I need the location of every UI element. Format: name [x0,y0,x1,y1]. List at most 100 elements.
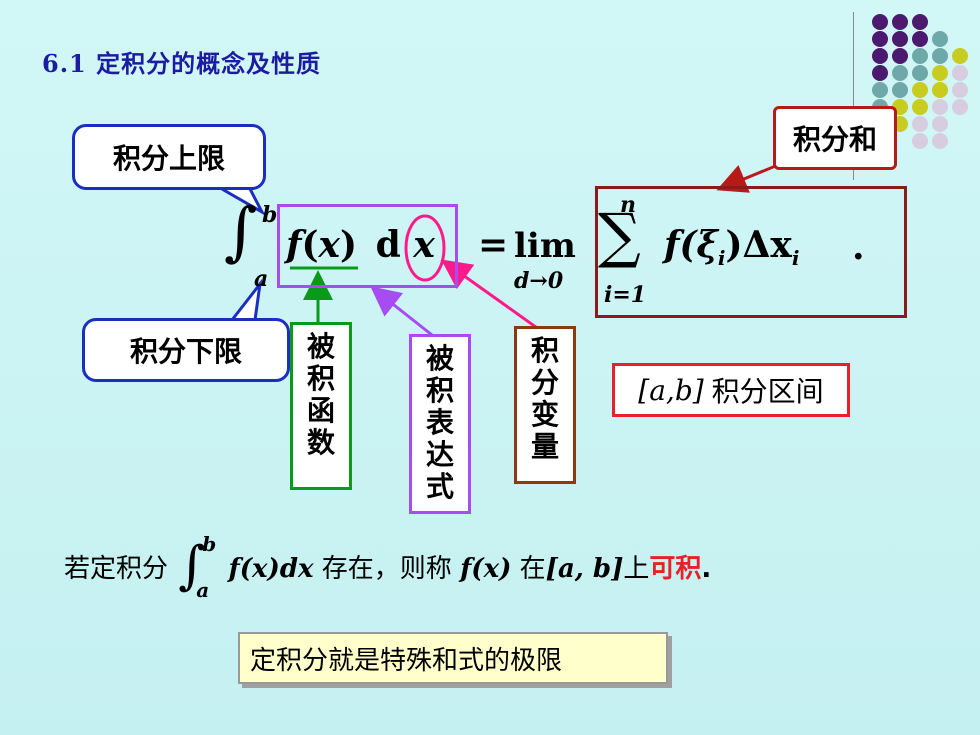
integrand-expression-label-box: 被积表达式 [409,334,471,514]
upper-limit-label: 积分上限 [112,142,225,175]
sum-term-f-xi: f(ξ [664,224,718,266]
integral-sum-box [595,186,907,318]
integrand-expression: f(x) d x [286,224,435,266]
integral-sum-label: 积分和 [792,123,877,156]
decorative-dot [872,82,888,98]
sentence-in: 在 [519,554,546,584]
vertical-label-char: 积 [425,374,454,407]
vertical-label-char: 式 [425,470,454,503]
integrand-expression-box [277,204,458,288]
vertical-label-char: 积 [306,362,335,395]
sum-term: f(ξi)Δxi [664,224,800,270]
sentence-integrable: 可积 [649,554,702,584]
interval-box: [a,b] 积分区间 [612,363,850,417]
decorative-dot [892,65,908,81]
decorative-dot [872,65,888,81]
sum-upper-limit: n [620,192,636,218]
integrable-sentence: 若定积分 ∫ b a f(x)dx 存在，则称 f(x) 在[a, b]上可积. [64,532,712,602]
vertical-label-char: 函 [306,394,335,427]
limit-subscript: d→0 [514,268,564,294]
vertical-label-char: 被 [306,330,335,363]
decorative-dot [872,31,888,47]
integrand-label-box: 被积函数 [290,322,352,490]
decorative-dot [872,48,888,64]
lower-limit-tail [230,278,263,321]
sum-term-sub-i2: i [791,246,800,271]
sentence-integral-upper: b [202,531,217,556]
sum-term-delta-x: )Δx [725,224,792,266]
sentence-integral-sign: ∫ [178,535,206,596]
integration-variable-label-box: 积分变量 [514,326,576,484]
vertical-label-char: 积 [530,334,559,367]
decorative-dot [892,48,908,64]
decorative-dot [912,99,928,115]
vertical-label-char: 达 [425,438,454,471]
paren-open: ( [301,224,319,266]
paren-close: ) [340,224,358,266]
sentence-end: . [701,554,712,584]
integral-lower-limit: a [254,266,269,292]
differential-d: d [375,224,401,266]
sentence-interval: [a, b] [545,554,624,584]
decorative-dot [932,133,948,149]
vertical-label-char: 分 [530,366,559,399]
decorative-dot [912,133,928,149]
decorative-dot [932,99,948,115]
lower-limit-label: 积分下限 [129,335,242,368]
integrand-x: x [318,224,341,266]
sentence-integral-lower: a [196,577,210,602]
upper-limit-callout: 积分上限 [72,124,266,190]
integrand-f: f [286,224,302,266]
decorative-dot [912,116,928,132]
decorative-dot [912,14,928,30]
sum-sign: ∑ [598,201,641,271]
decorative-dot [952,99,968,115]
vertical-label-char: 数 [306,426,335,459]
sentence-on: 上 [623,554,650,584]
decorative-dot [912,65,928,81]
differential-variable: x [413,224,435,266]
integral-sign: ∫ [224,195,258,269]
decorative-dot [952,82,968,98]
decorative-dot [932,116,948,132]
decorative-dot [892,14,908,30]
sum-term-sub-i: i [717,246,726,271]
sentence-integral: ∫ b a [176,532,220,602]
vertical-label-char: 量 [530,430,559,463]
decorative-dot [912,48,928,64]
decorative-dot [932,82,948,98]
vertical-label-char: 表 [425,406,454,439]
decorative-dot [892,82,908,98]
decorative-dot [912,82,928,98]
integrand-expr-arrow [370,286,433,337]
upper-limit-tail [214,183,266,216]
variable-arrow [441,259,541,332]
formula-period: . [852,226,865,268]
equals-sign: = [478,224,509,266]
vertical-label-char: 被 [425,342,454,375]
vertical-label-char: 变 [530,398,559,431]
interval-math: [a,b] [638,373,704,407]
sentence-prefix: 若定积分 [64,554,169,584]
sentence-integrand: f(x)dx [228,554,314,584]
slide-title: 6.1 定积分的概念及性质 [42,49,322,78]
decorative-dot [952,48,968,64]
interval-text: 积分区间 [711,375,824,408]
decorative-dot [932,65,948,81]
decorative-dot [892,31,908,47]
decorative-dot [912,31,928,47]
decorative-dot [932,48,948,64]
variable-ellipse [404,214,446,282]
integral-sum-callout: 积分和 [773,106,897,170]
definition-box: 定积分就是特殊和式的极限 [238,632,668,684]
sum-lower-limit: i=1 [604,282,647,308]
integral-upper-limit: b [262,202,278,228]
decorative-dot [872,14,888,30]
sentence-fx: f(x) [460,554,512,584]
sentence-middle: 存在，则称 [321,554,452,584]
lower-limit-callout: 积分下限 [82,318,290,382]
limit-text: lim [514,226,576,266]
definition-text: 定积分就是特殊和式的极限 [250,645,563,676]
decorative-dot [952,65,968,81]
